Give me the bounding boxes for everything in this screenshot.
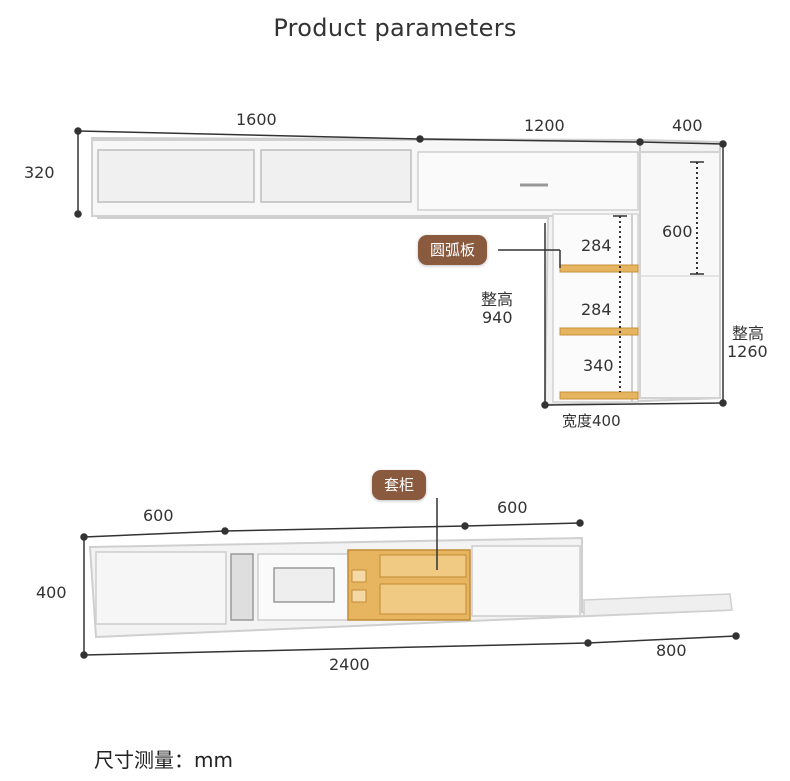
dim-height-top: 320 (24, 163, 55, 182)
top-dimension-lines (74, 127, 727, 409)
dim-shelf-1: 284 (581, 236, 612, 255)
dim-shelf-3: 340 (583, 356, 614, 375)
dim-total-height-right: 1260 (727, 342, 768, 361)
dim-total-height-mid-label: 整高 (481, 290, 514, 309)
dim-total-height-mid: 940 (482, 308, 513, 327)
callout-nested-cabinet: 套柜 (372, 470, 427, 500)
page-title: Product parameters (273, 14, 517, 42)
dim-height: 400 (36, 583, 67, 602)
dim-seg-left: 600 (143, 506, 174, 525)
callout-arc-board: 圆弧板 (418, 235, 488, 265)
dim-cabinet-upper: 600 (662, 222, 693, 241)
dim-width-left: 1600 (236, 110, 277, 129)
dim-extension: 800 (656, 641, 687, 660)
tv-base-cabinet (88, 536, 733, 639)
dim-shelf-2: 284 (581, 300, 612, 319)
dim-shelf-width: 宽度400 (562, 412, 621, 430)
dim-total-height-right-label: 整高 (732, 324, 765, 343)
unit-note: 尺寸测量：mm (94, 748, 233, 772)
dim-seg-right: 600 (497, 498, 528, 517)
bottom-dimension-lines (80, 498, 740, 659)
dim-width-right: 400 (672, 116, 703, 135)
top-wall-cabinet (90, 136, 721, 407)
dim-total-width: 2400 (329, 655, 370, 674)
dim-width-mid: 1200 (524, 116, 565, 135)
